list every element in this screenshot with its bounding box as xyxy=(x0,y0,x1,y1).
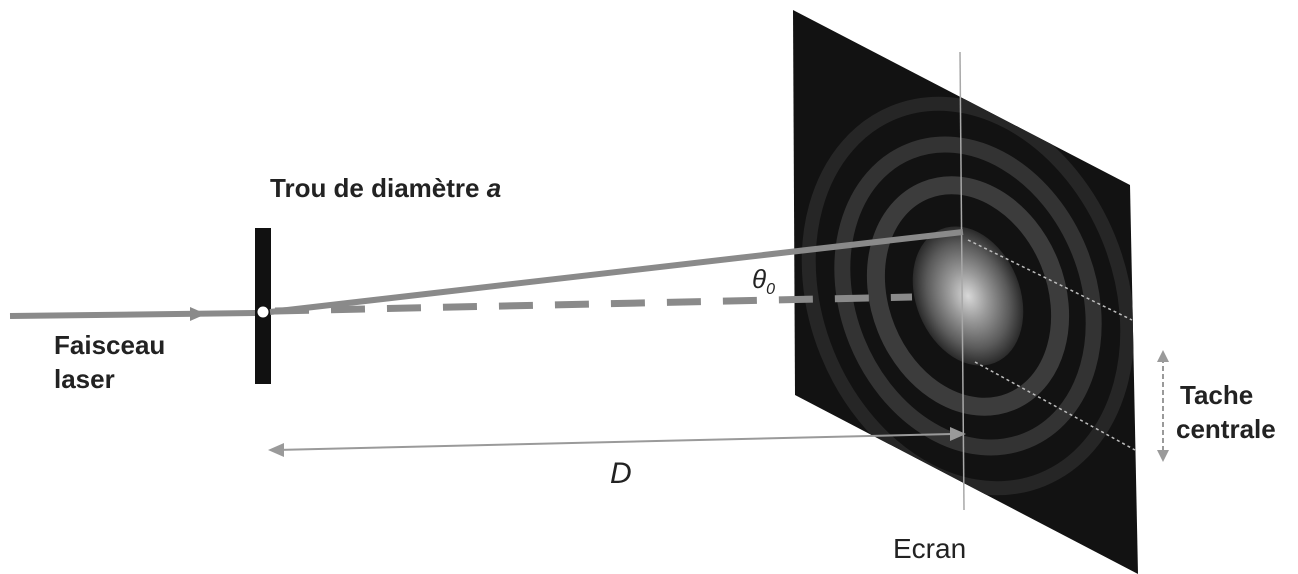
screen xyxy=(793,10,1138,574)
hole-label: Trou de diamètre a xyxy=(270,173,501,203)
screen-label: Ecran xyxy=(893,533,966,564)
distance-label: D xyxy=(610,457,632,490)
diffraction-pattern xyxy=(801,96,1135,496)
beam-label-line2: laser xyxy=(54,364,115,394)
spot-size-arrow xyxy=(1157,350,1169,462)
diffraction-ring xyxy=(834,136,1102,456)
optical-axis xyxy=(274,293,913,315)
spot-bottom-guide xyxy=(974,361,1136,451)
beam-arrowhead xyxy=(190,307,206,321)
hole xyxy=(256,305,270,319)
spot-top-guide xyxy=(967,239,1133,321)
laser-beam xyxy=(9,307,259,321)
angle-label: θ0 xyxy=(752,264,775,298)
diffraction-ring xyxy=(801,96,1135,496)
spot-label-line1: Tache xyxy=(1180,380,1253,410)
slit-plate xyxy=(255,228,271,384)
diffracted-ray xyxy=(269,229,964,315)
distance-arrow xyxy=(268,427,966,457)
beam-label-line1: Faisceau xyxy=(54,330,165,360)
diffraction-ring xyxy=(866,176,1070,416)
central-spot xyxy=(912,226,1024,366)
spot-label-line2: centrale xyxy=(1176,414,1276,444)
